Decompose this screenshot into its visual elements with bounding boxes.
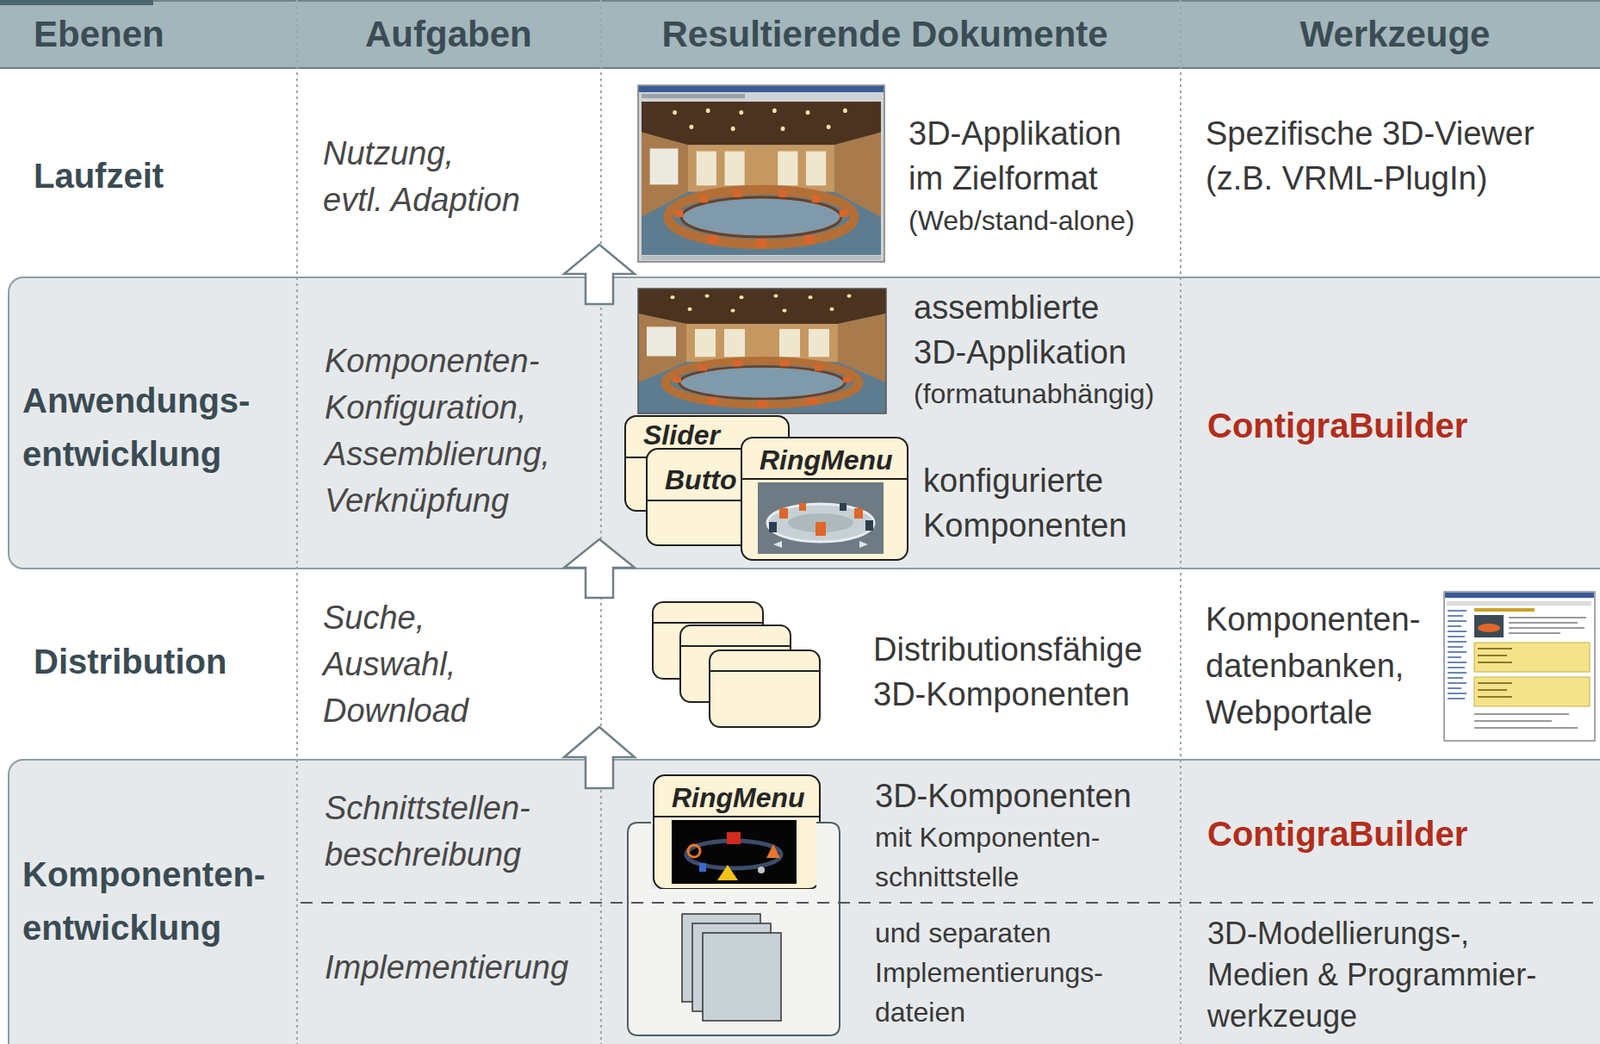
document-text: und separaten Implementierungs- dateien	[874, 912, 1104, 1032]
top-strip	[0, 0, 1600, 6]
card-divider	[654, 815, 819, 818]
database-screenshot	[1444, 591, 1595, 741]
component-card: RingMenu	[740, 436, 909, 561]
ringmenu-picture	[757, 482, 884, 554]
level-band: Komponenten- entwicklung Schnittstellen- …	[7, 758, 1600, 1044]
assembled-render	[638, 288, 887, 414]
level-name: Anwendungs- entwicklung	[22, 373, 250, 481]
tool-text: Spezifische 3D-Viewer (z.B. VRML-PlugIn)	[1205, 111, 1535, 201]
document-text: (formatunabhängig)	[913, 376, 1154, 411]
header-bar: Ebenen Aufgaben Resultierende Dokumente Wer…	[0, 0, 1600, 69]
column-header: Ebenen	[33, 12, 165, 56]
application-screenshot	[638, 85, 885, 262]
level-band: Anwendungs- entwicklung Komponenten- Konf…	[7, 276, 1600, 570]
component-title: RingMenu	[759, 443, 894, 477]
document-text: 3D-Applikation im Zielformat	[908, 111, 1123, 201]
document-text: 3D-Komponenten	[874, 775, 1132, 817]
up-arrow	[564, 244, 635, 788]
document-text: mit Komponenten- schnittstelle	[874, 817, 1101, 897]
column-header: Werkzeuge	[1300, 12, 1491, 56]
level-name: Komponenten- entwicklung	[22, 847, 266, 955]
document-text: Distributionsfähige 3D-Komponenten	[873, 626, 1143, 717]
ringmenu-picture	[671, 819, 797, 884]
task-text: Komponenten- Konfiguration, Assemblierun…	[324, 337, 551, 524]
level-name: Distribution	[33, 640, 227, 683]
task-text: Implementierung	[324, 943, 569, 991]
task-text: Nutzung, evtl. Adaption	[322, 130, 521, 224]
task-text: Schnittstellen- beschreibung	[324, 784, 531, 878]
component-card-stack	[652, 601, 820, 727]
column-header: Resultierende Dokumente	[662, 12, 1110, 56]
component-title: Slider	[643, 418, 720, 452]
component-title: RingMenu	[671, 781, 806, 814]
dashed-separator	[300, 901, 1594, 904]
document-text: konfigurierte Komponenten	[923, 458, 1128, 548]
level-name: Laufzeit	[33, 155, 164, 197]
component-card: RingMenu	[652, 774, 821, 890]
tool-name: ContigraBuilder	[1207, 404, 1468, 447]
document-text: assemblierte 3D-Applikation	[913, 285, 1128, 375]
implementation-files	[682, 913, 782, 1021]
tool-text: Komponenten- datenbanken, Webportale	[1205, 595, 1421, 736]
component-title: Butto	[664, 463, 738, 497]
card-divider	[742, 477, 907, 480]
tool-text: 3D-Modellierungs-, Medien & Programmier-…	[1207, 912, 1538, 1037]
tool-name: ContigraBuilder	[1207, 812, 1468, 855]
column-separator	[297, 0, 1181, 1044]
component-package	[627, 822, 840, 1036]
document-text: (Web/stand-alone)	[908, 203, 1135, 238]
column-header: Aufgaben	[365, 12, 533, 56]
task-text: Suche, Auswahl, Download	[322, 594, 469, 734]
